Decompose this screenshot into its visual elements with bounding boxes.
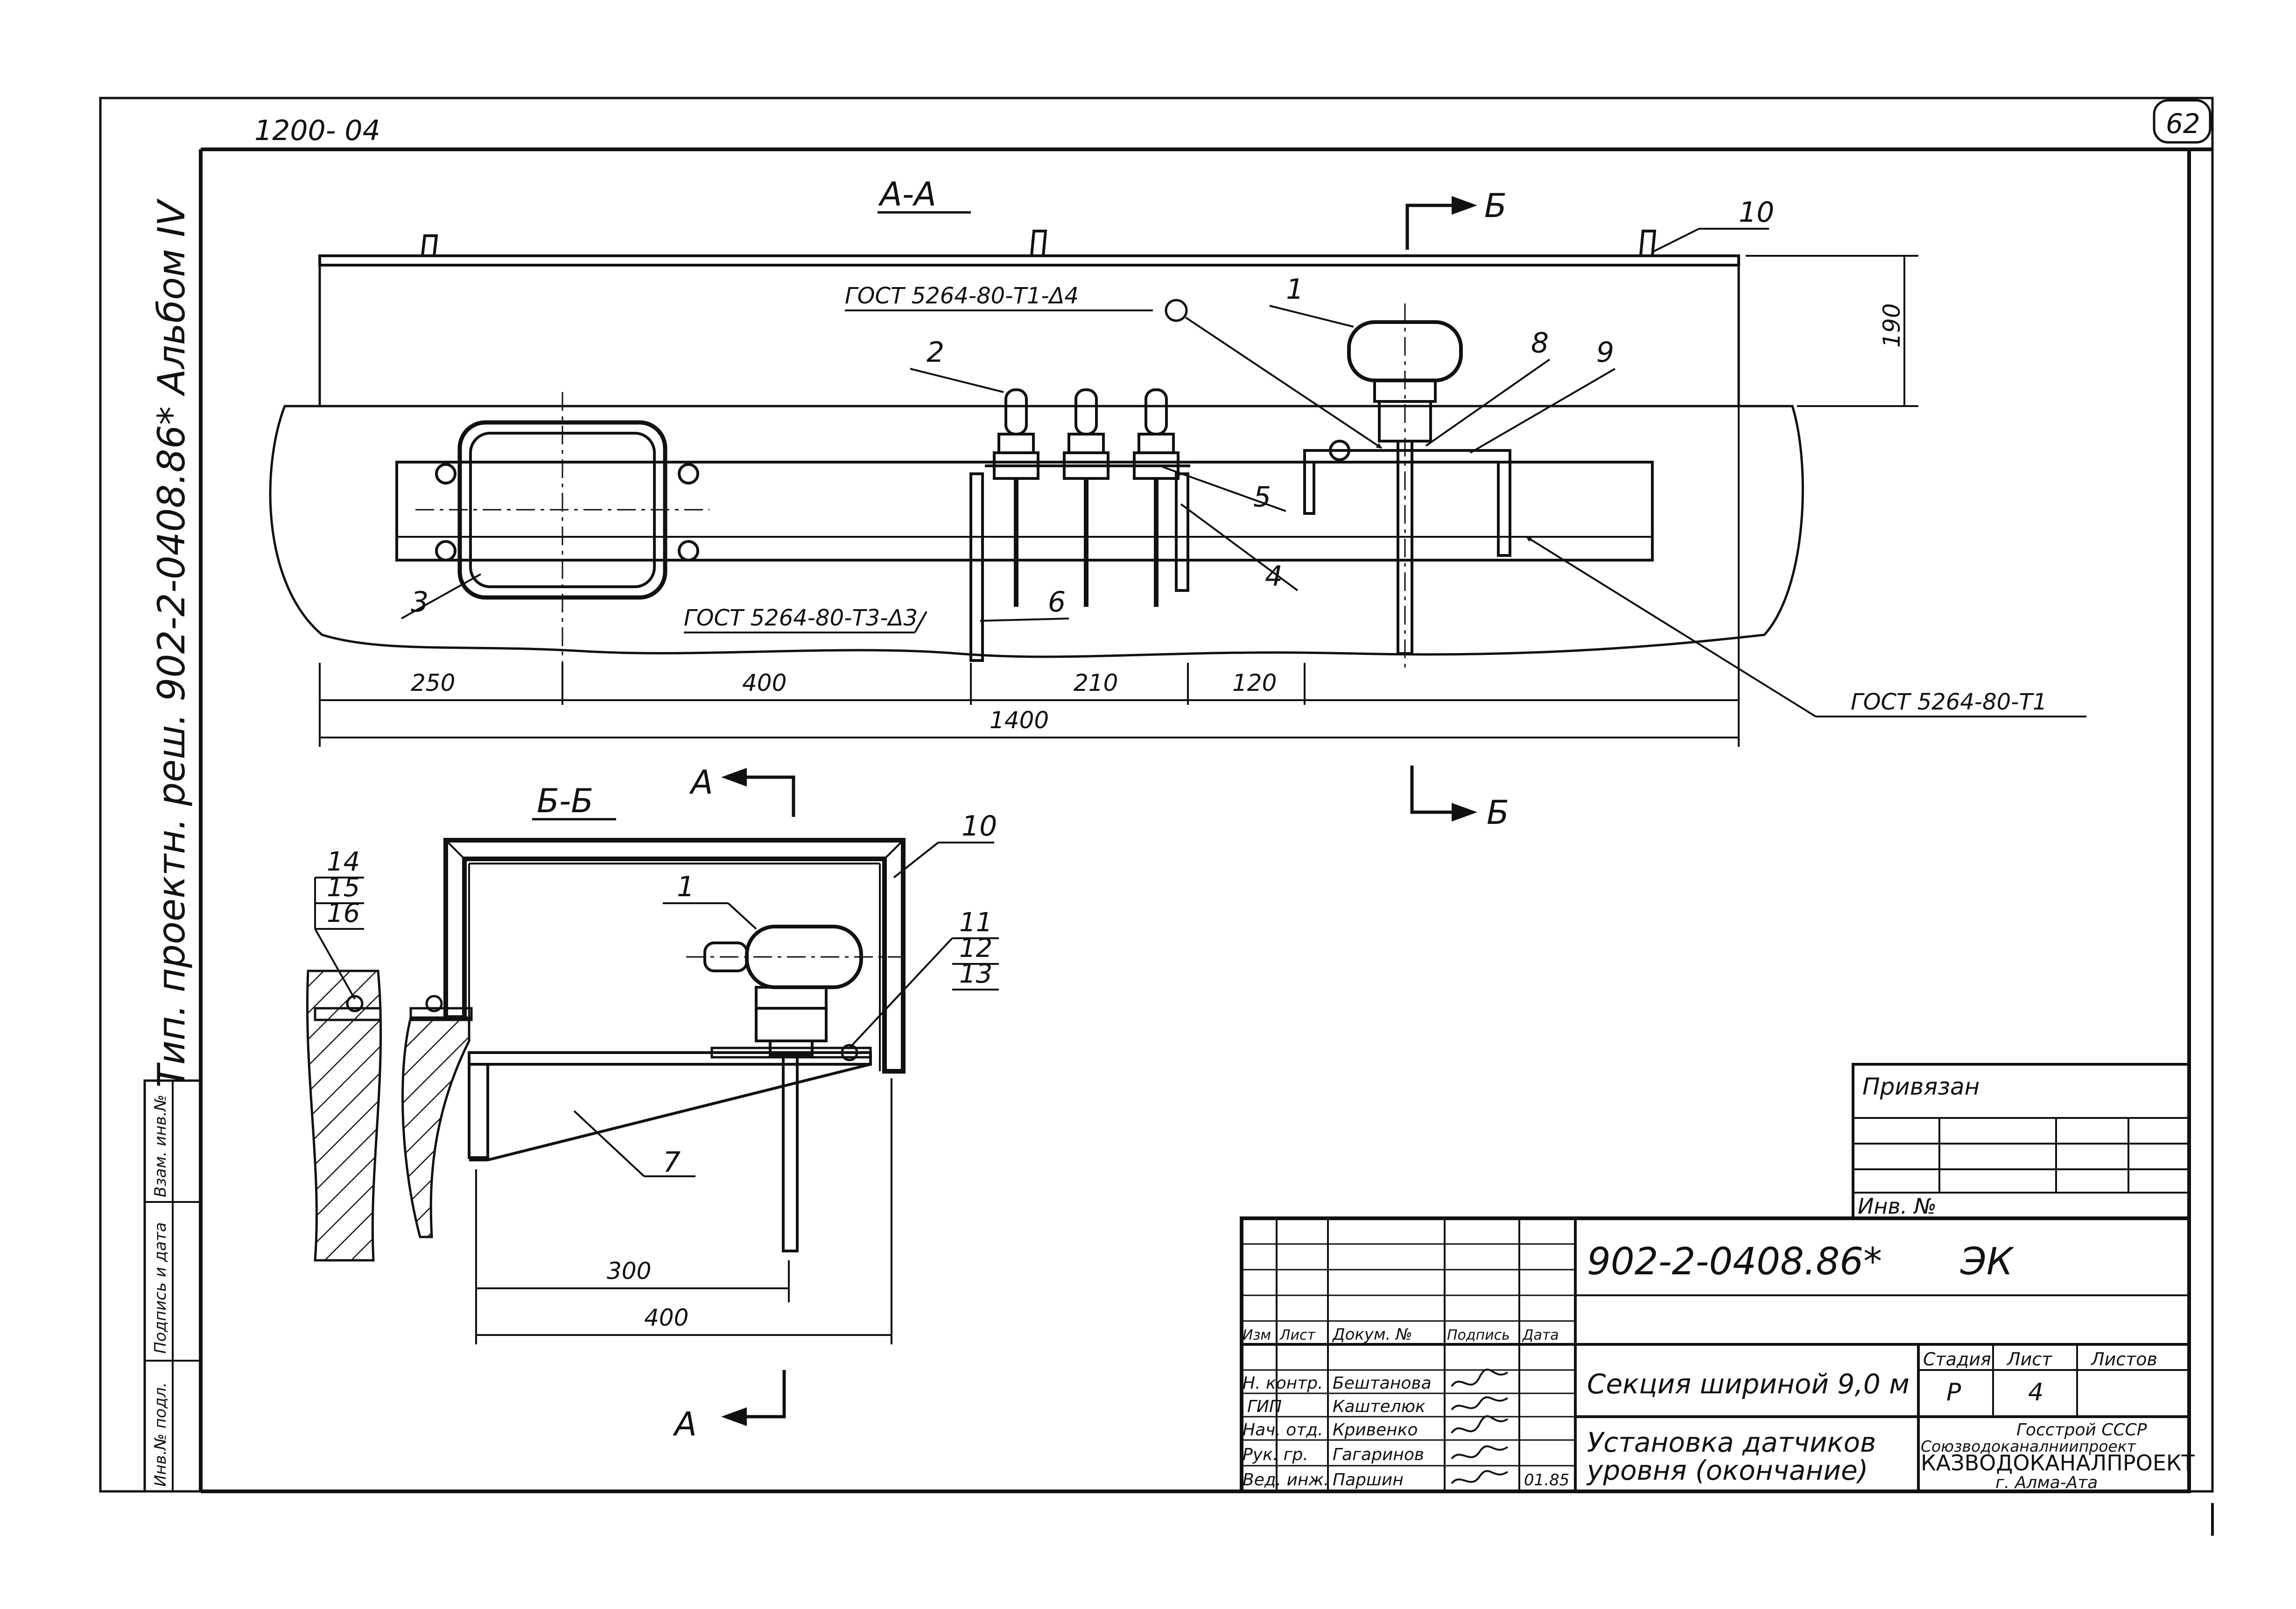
callout-bb-1: 1 bbox=[677, 871, 695, 903]
stage-value: Р bbox=[1946, 1378, 1961, 1406]
callout-bb-10: 10 bbox=[962, 810, 997, 843]
binding-block: Привязан Инв. № bbox=[1852, 1063, 2191, 1220]
sheet-title-1: Установка датчиков bbox=[1587, 1426, 1876, 1458]
callout-aa-3: 3 bbox=[411, 586, 428, 618]
org-1: Госстрой СССР bbox=[2016, 1420, 2147, 1440]
section-arrow-b-top: Б bbox=[1484, 187, 1507, 225]
sheet-label: Лист bbox=[2006, 1349, 2053, 1370]
staff-name-1: Бештанова bbox=[1333, 1374, 1432, 1393]
doc-mark: ЭК bbox=[1960, 1240, 2015, 1283]
binding-title: Привязан bbox=[1862, 1073, 1980, 1100]
electrode-sensors bbox=[985, 388, 1190, 607]
sheet-code-top: 1200- 04 bbox=[254, 114, 380, 147]
level-sensor bbox=[1303, 303, 1511, 672]
org-3: КАЗВОДОКАНАЛПРОЕКТ bbox=[1921, 1450, 2195, 1476]
support-channel bbox=[395, 461, 1654, 562]
callout-bb-7: 7 bbox=[663, 1146, 681, 1179]
bb-wall-right bbox=[401, 1016, 470, 1238]
dim-bb-300: 300 bbox=[607, 1258, 651, 1285]
section-bb-title: Б-Б bbox=[537, 782, 593, 820]
dim-bb-400: 400 bbox=[644, 1304, 688, 1331]
section-arrow-b-bottom-line bbox=[1410, 766, 1452, 814]
section-arrow-b-bottom-head bbox=[1452, 803, 1477, 822]
callout-aa-5: 5 bbox=[1253, 481, 1271, 513]
stamp-inv-podl: Инв.№ подл. bbox=[151, 1382, 170, 1487]
callout-bb-14: 14 bbox=[327, 847, 360, 877]
staff-name-4: Гагаринов bbox=[1333, 1445, 1424, 1464]
callout-aa-2: 2 bbox=[927, 336, 944, 369]
doc-code: 902-2-0408.86* bbox=[1587, 1240, 1882, 1283]
callout-aa-10: 10 bbox=[1739, 196, 1774, 229]
section-aa-title: А-А bbox=[878, 175, 936, 213]
hdr-izm: Изм bbox=[1243, 1327, 1271, 1343]
org-4: г. Алма-Ата bbox=[1995, 1473, 2098, 1492]
gost-weld-3: ГОСТ 5264-80-Т1 bbox=[1851, 689, 2047, 715]
dim-120: 120 bbox=[1232, 669, 1277, 696]
section-arrow-b-bottom: Б bbox=[1487, 794, 1509, 832]
stage-label: Стадия bbox=[1923, 1349, 1991, 1370]
gost-weld-1: ГОСТ 5264-80-Т1-Δ4 bbox=[845, 283, 1079, 309]
title-date: 01.85 bbox=[1524, 1471, 1569, 1490]
callout-aa-8: 8 bbox=[1531, 327, 1549, 359]
section-title: Секция шириной 9,0 м bbox=[1587, 1368, 1910, 1400]
left-stamp: Инв.№ подл. Подпись и дата Взам. инв.№ bbox=[143, 1079, 202, 1493]
bb-wall-left bbox=[306, 970, 382, 1262]
dim-250: 250 bbox=[411, 669, 455, 696]
hdr-podpis: Подпись bbox=[1447, 1327, 1510, 1343]
dim-1400: 1400 bbox=[990, 707, 1049, 734]
staff-name-2: Каштелюк bbox=[1333, 1397, 1425, 1416]
callout-aa-6: 6 bbox=[1048, 586, 1066, 618]
hdr-list: Лист bbox=[1279, 1327, 1316, 1343]
callout-aa-9: 9 bbox=[1596, 336, 1614, 369]
staff-role-1: Н. контр. bbox=[1243, 1374, 1323, 1393]
staff-role-4: Рук. гр. bbox=[1243, 1445, 1308, 1464]
section-arrow-a-bottom: А bbox=[673, 1405, 697, 1443]
sheet-value: 4 bbox=[2028, 1378, 2043, 1406]
stamp-vzam-inv: Взам. инв.№ bbox=[151, 1095, 170, 1197]
staff-name-3: Кривенко bbox=[1333, 1420, 1418, 1440]
section-aa: А-А Б bbox=[269, 175, 2086, 747]
bb-cover bbox=[443, 838, 906, 1074]
callout-bb-11: 11 bbox=[959, 907, 992, 938]
section-bb: Б-Б А А bbox=[306, 763, 999, 1443]
staff-role-2: ГИП bbox=[1247, 1397, 1282, 1416]
stamp-sign-date: Подпись и дата bbox=[151, 1222, 170, 1354]
binding-inv: Инв. № bbox=[1858, 1194, 1937, 1219]
staff-role-3: Нач. отд. bbox=[1243, 1420, 1323, 1440]
staff-name-5: Паршин bbox=[1333, 1470, 1404, 1490]
staff-role-5: Вед. инж. bbox=[1243, 1470, 1329, 1490]
org-2: Союзводоканалниипроект bbox=[1921, 1437, 2137, 1455]
callout-aa-1: 1 bbox=[1286, 273, 1304, 306]
wall-break-outline bbox=[269, 405, 1804, 658]
sheet-title-2: уровня (окончание) bbox=[1586, 1454, 1868, 1486]
signatures bbox=[1451, 1369, 1509, 1484]
section-arrow-a-top: А bbox=[689, 763, 713, 801]
side-note: Тип. проектн. реш. 902-2-0408.86* Альбом… bbox=[150, 198, 193, 1088]
dim-400: 400 bbox=[742, 669, 786, 696]
hdr-data: Дата bbox=[1522, 1327, 1559, 1343]
hdr-dokum: Докум. № bbox=[1332, 1325, 1412, 1344]
page-number-box bbox=[2153, 99, 2212, 144]
title-block: Изм Лист Докум. № Подпись Дата Н. контр.… bbox=[1240, 1216, 2195, 1493]
gost-weld-2: ГОСТ 5264-80-Т3-Δ3 bbox=[684, 605, 918, 631]
dim-190: 190 bbox=[1878, 303, 1905, 348]
page-number: 62 bbox=[2166, 108, 2200, 140]
dim-210: 210 bbox=[1074, 669, 1118, 696]
sheets-label: Листов bbox=[2090, 1349, 2157, 1370]
cover-plate bbox=[318, 254, 1740, 267]
